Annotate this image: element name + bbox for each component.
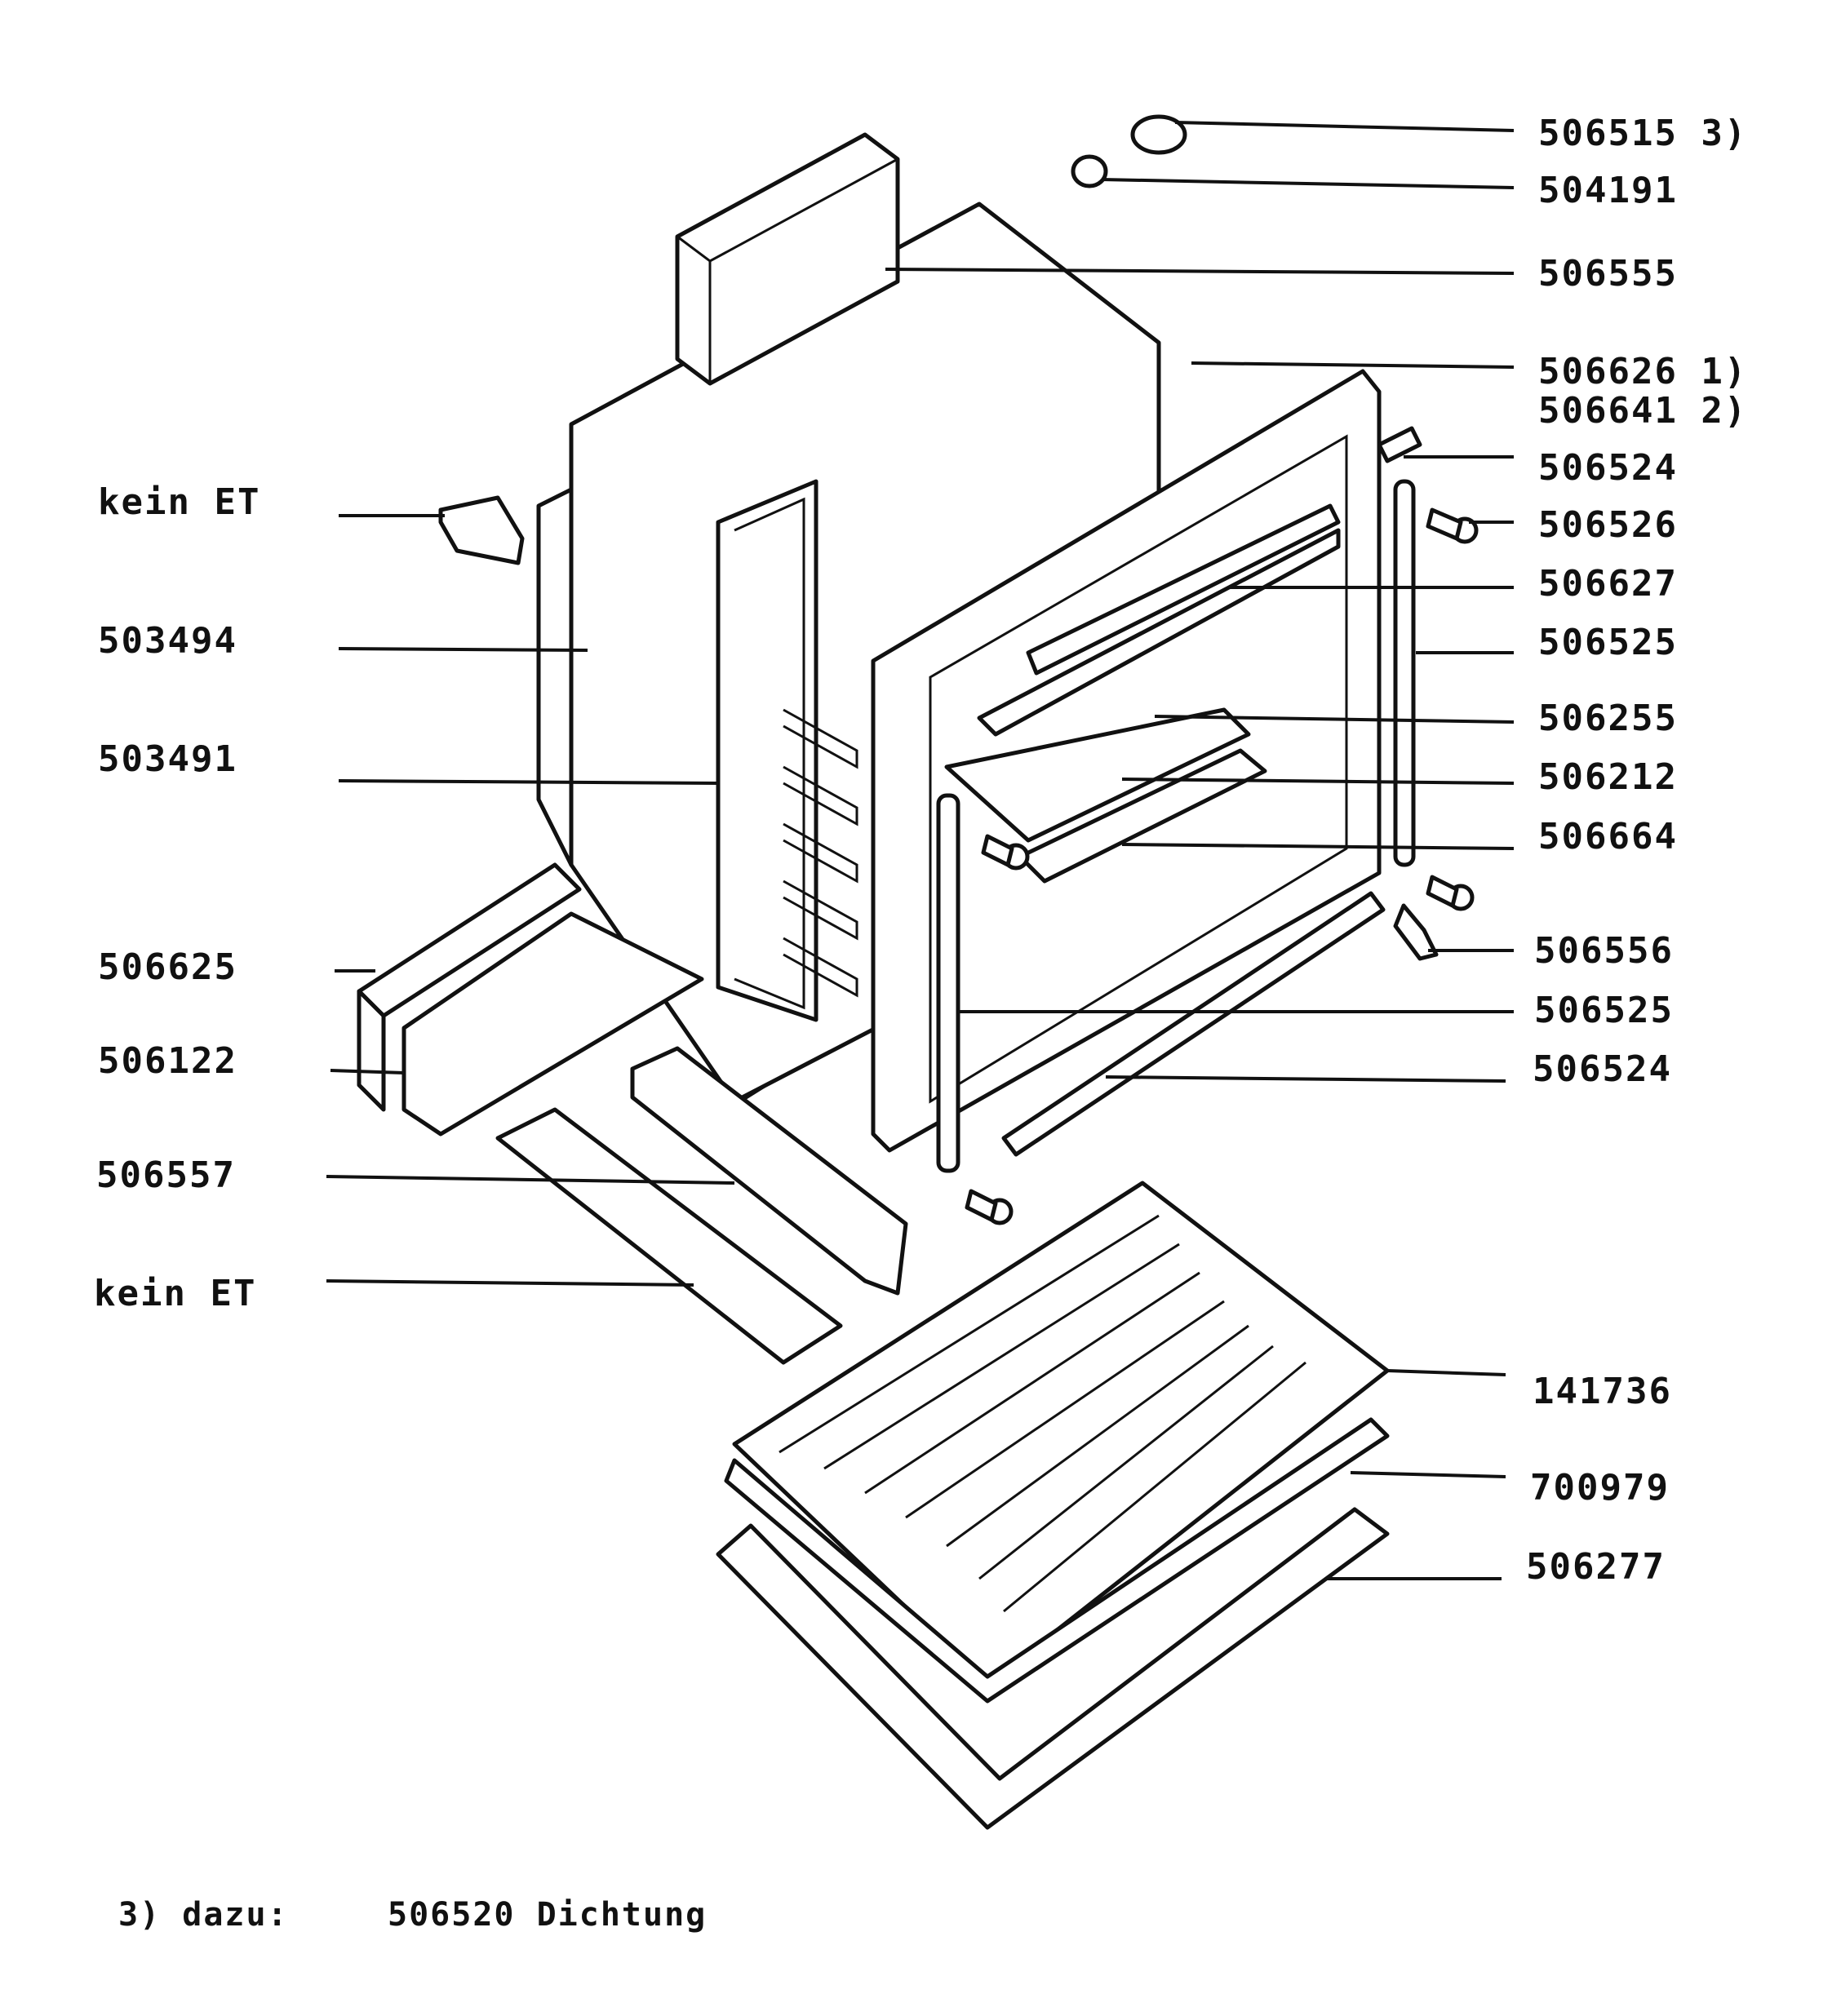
part-number-label: 700979 [1530,1467,1670,1509]
part-number-label: 506626 1) [1538,351,1747,392]
bracket-506556 [1393,903,1439,961]
part-number-label: 506625 [98,946,237,988]
part-number-label: 506255 [1538,698,1678,739]
rods [936,426,1422,1173]
part-number-label: 506556 [1534,930,1674,972]
part-number-label: 506122 [98,1040,237,1082]
part-number-label: 506524 [1538,447,1678,489]
labels-left: kein ET 503494 503491 506625 506122 5065… [94,481,260,1314]
leader-lines-left [326,514,735,1287]
vent-box [675,132,900,386]
part-number-label: kein ET [94,1273,256,1314]
baking-tray [724,1417,1390,1704]
part-number-label: 506627 [1538,563,1678,605]
part-number-label: 503491 [98,738,237,780]
heating-element-top [977,503,1341,737]
footnote-text: 506520 Dichtung [388,1896,707,1934]
footnote: 3) dazu: 506520 Dichtung [118,1896,707,1934]
part-number-label: 506525 [1534,990,1674,1031]
part-number-label: 506555 [1538,253,1678,295]
labels-right: 506515 3) 504191 506555 506626 1) 506641… [1526,113,1747,1588]
part-number-label: 504191 [1538,170,1678,211]
part-number-label: 506641 2) [1538,390,1747,432]
lamp-cover [944,707,1267,884]
part-number-label: 506664 [1538,816,1678,857]
part-number-label: 506525 [1538,622,1678,663]
bracket-part [438,495,525,565]
part-number-label: 141736 [1533,1371,1672,1412]
side-panel [536,487,574,867]
bottom-frame [357,862,704,1136]
part-number-label: 503494 [98,620,237,662]
part-number-label: 506212 [1538,756,1678,798]
part-number-label: 506524 [1533,1048,1672,1090]
bottom-rails [495,1046,908,1365]
part-number-label: 506277 [1526,1546,1666,1588]
thermostat-parts [1071,114,1187,188]
part-number-label: kein ET [98,481,260,523]
part-number-label: 506526 [1538,504,1678,546]
footnote-marker: 3) dazu: [118,1896,289,1934]
shelf-rails [783,708,858,998]
part-number-label: 506557 [96,1154,236,1196]
screws [965,507,1479,1225]
part-number-label: 506515 3) [1538,113,1747,154]
bottom-plate [716,1507,1390,1830]
leader-lines-right [885,121,1515,1580]
front-seal-frame [716,479,818,1022]
